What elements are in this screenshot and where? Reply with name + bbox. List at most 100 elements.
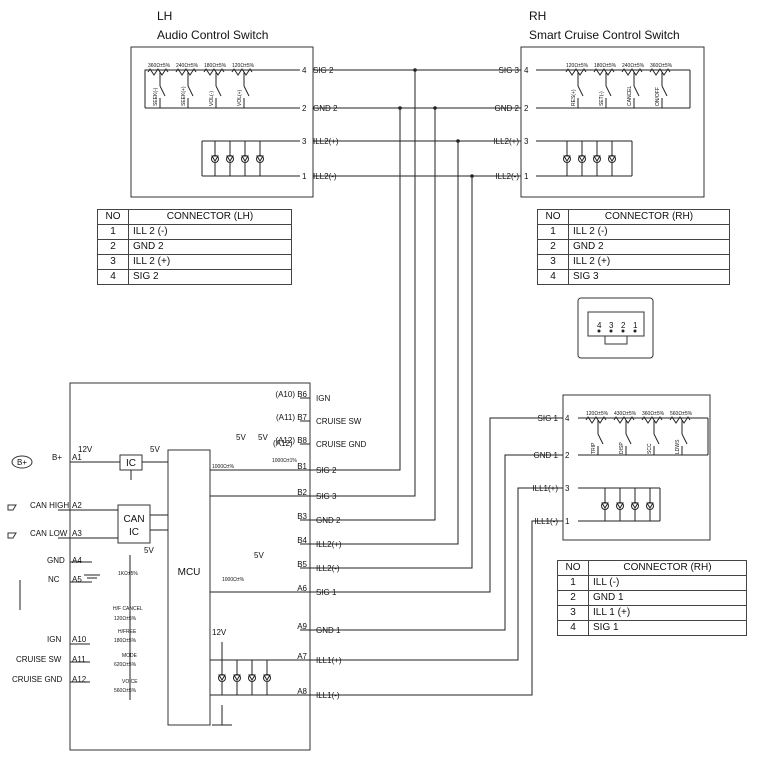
- switch-label: RES(+): [571, 89, 577, 106]
- module-pin-signal: SIG 3: [316, 492, 337, 501]
- svg-text:B+: B+: [52, 453, 62, 462]
- resistor-value: 360Ω±5%: [650, 63, 673, 69]
- svg-text:A4: A4: [72, 556, 82, 565]
- lower-led-1: [616, 488, 624, 521]
- switch-label: VOL(-): [209, 91, 215, 106]
- resistor-value: 120Ω±5%: [586, 411, 609, 417]
- module-pin-signal: CRUISE SW: [316, 417, 362, 426]
- connector-face: 4 3 2 1: [577, 297, 654, 359]
- svg-text:1000Ω±1%: 1000Ω±1%: [272, 458, 297, 464]
- svg-text:A10: A10: [72, 635, 87, 644]
- resistor-value: 120Ω±5%: [566, 63, 589, 69]
- regulator-ic-label: IC: [126, 458, 136, 469]
- lower-switch-3: 560Ω±5%LDWS: [669, 411, 693, 455]
- svg-text:1000Ω±%: 1000Ω±%: [222, 577, 245, 583]
- module-pin-number: B4: [297, 536, 307, 545]
- svg-text:SIG 1: SIG 1: [538, 414, 559, 423]
- resistor-value: 430Ω±5%: [614, 411, 637, 417]
- svg-text:3: 3: [609, 321, 614, 330]
- svg-text:A5: A5: [72, 575, 82, 584]
- svg-text:GND 1: GND 1: [534, 451, 559, 460]
- lower-switch-box: [562, 394, 711, 541]
- can-ic: [117, 504, 151, 544]
- rh-switch-3: 360Ω±5% ON/OFF: [649, 63, 673, 108]
- battery-terminal: [11, 455, 33, 469]
- svg-text:ILL2(-): ILL2(-): [495, 172, 519, 181]
- can-ic-label-1: CAN: [123, 514, 144, 525]
- svg-text:(A12): (A12): [273, 439, 293, 448]
- lower-switch-1: 430Ω±5%DISP: [613, 411, 637, 455]
- module-wiring: [58, 461, 310, 726]
- switch-label: LDWS: [675, 439, 681, 454]
- module-led-2: [248, 660, 256, 695]
- lh-switch-1: 240Ω±5%SEEK(+): [175, 63, 199, 108]
- switch-label: ON/OFF: [655, 87, 661, 106]
- switch-label: TRIP: [591, 442, 597, 454]
- module-pin-signal: ILL2(-): [316, 564, 340, 573]
- svg-text:IGN: IGN: [47, 635, 61, 644]
- switch-label: CANCEL: [627, 85, 633, 106]
- lh-title: Audio Control Switch: [157, 28, 268, 42]
- lh-switch-group: 360Ω±5%SEEK(-)240Ω±5%SEEK(+)180Ω±5%VOL(-…: [147, 63, 255, 108]
- module-pin-number: B1: [297, 462, 307, 471]
- svg-text:ILL1(+): ILL1(+): [532, 484, 558, 493]
- resistor-value: 120Ω±5%: [232, 63, 255, 69]
- module-pin-number: A7: [297, 652, 307, 661]
- module-led-0: [218, 660, 226, 695]
- lh-led-1: [226, 141, 234, 176]
- svg-text:CAN LOW: CAN LOW: [30, 529, 68, 538]
- module-pin-number: (A12) B8: [275, 436, 307, 445]
- module-led-1: [233, 660, 241, 695]
- svg-text:180Ω±5%: 180Ω±5%: [114, 638, 137, 644]
- svg-text:CAN HIGH: CAN HIGH: [30, 501, 69, 510]
- rh-led-3: [608, 141, 616, 176]
- rh-led-2: [593, 141, 601, 176]
- svg-text:1: 1: [524, 172, 529, 181]
- rh-switch-1: 180Ω±5%SET(-): [593, 63, 617, 108]
- mcu-label: MCU: [178, 567, 201, 578]
- lower-switch-group: 120Ω±5% TRIP 430Ω±5%DISP360Ω±5%SCC560Ω±5%L…: [585, 411, 693, 455]
- module-pin-signal: ILL1(+): [316, 656, 342, 665]
- harness-wires: [310, 69, 563, 696]
- module-led-3: [263, 660, 271, 695]
- resistor-value: 360Ω±5%: [148, 63, 171, 69]
- svg-text:1KΩ±5%: 1KΩ±5%: [118, 571, 138, 577]
- svg-text:1: 1: [302, 172, 307, 181]
- svg-text:GND 2: GND 2: [313, 104, 338, 113]
- resistor-value: 180Ω±5%: [594, 63, 617, 69]
- svg-text:A12: A12: [72, 675, 87, 684]
- rh-side-label: RH: [529, 9, 546, 23]
- rh-title: Smart Cruise Control Switch: [529, 28, 680, 42]
- switch-label: VOL(+): [237, 89, 243, 106]
- battery-label: B+: [17, 458, 27, 467]
- module-pin-number: (A11) B7: [276, 413, 308, 422]
- module-pin-number: A6: [297, 584, 307, 593]
- svg-text:1000Ω±%: 1000Ω±%: [212, 464, 235, 470]
- svg-text:12V: 12V: [78, 445, 93, 454]
- module-pin-signal: SIG 1: [316, 588, 337, 597]
- module-pin-signal: IGN: [316, 394, 330, 403]
- svg-text:3: 3: [524, 137, 529, 146]
- svg-text:A2: A2: [72, 501, 82, 510]
- module-pin-signal: ILL2(+): [316, 540, 342, 549]
- lower-switch-2: 360Ω±5%SCC: [641, 411, 665, 455]
- svg-text:2: 2: [302, 104, 307, 113]
- svg-text:5V: 5V: [258, 433, 268, 442]
- svg-text:VOICE: VOICE: [122, 679, 138, 685]
- svg-text:SIG 2: SIG 2: [313, 66, 334, 75]
- svg-text:ILL1(-): ILL1(-): [534, 517, 558, 526]
- svg-text:5V: 5V: [236, 433, 246, 442]
- svg-text:4: 4: [565, 414, 570, 423]
- svg-text:ILL2(+): ILL2(+): [313, 137, 339, 146]
- svg-text:CRUISE SW: CRUISE SW: [16, 655, 62, 664]
- ground-symbol: [19, 574, 100, 610]
